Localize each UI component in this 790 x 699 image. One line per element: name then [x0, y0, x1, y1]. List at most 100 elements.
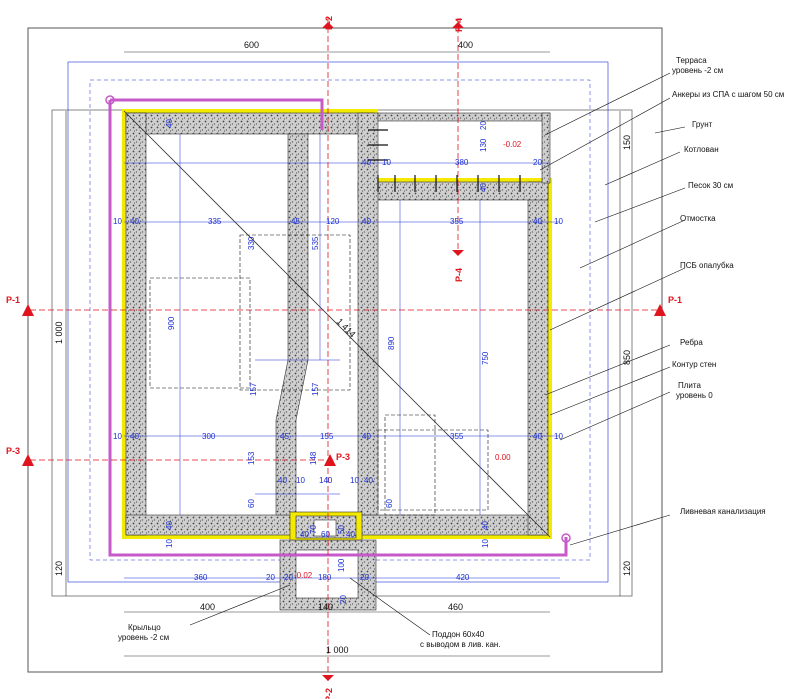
dim-terr-130: 130 [479, 138, 488, 152]
dim-porch-70: 70 [309, 525, 318, 534]
dim-v-10bot: 10 [165, 539, 174, 548]
dimension-lines [65, 51, 621, 657]
diagonal-line [123, 110, 551, 538]
dim-v-750: 750 [481, 351, 490, 365]
dim-v-40br: 40 [481, 521, 490, 530]
dim-row1-120: 120 [326, 217, 340, 226]
dim-porch-60: 60 [321, 530, 330, 539]
dim-porch-40c: 40 [300, 530, 309, 539]
callout-pit: Котлован [684, 145, 719, 154]
section-arrows [22, 22, 666, 681]
dim-v-890: 890 [387, 336, 396, 350]
dim-porch-20c: 20 [339, 595, 348, 604]
dim-row2-355: 355 [450, 432, 464, 441]
inner-dimension-lines [124, 134, 560, 579]
dim-bottom-460: 460 [448, 602, 463, 612]
dim-row1-40b: 40 [362, 217, 371, 226]
dim-v-10br: 10 [481, 539, 490, 548]
callout-terrace-level: уровень -2 см [672, 66, 723, 75]
dim-terr-40: 40 [362, 158, 371, 167]
callout-slab-level: уровень 0 [676, 391, 713, 400]
dim-top-400: 400 [458, 40, 473, 50]
callout-slab: Плита [678, 381, 701, 390]
dim-right-120: 120 [622, 561, 632, 576]
dim-row2-300: 300 [202, 432, 216, 441]
storm-drain [105, 95, 571, 557]
callout-blind-area: Отмостка [680, 214, 716, 223]
callout-sand: Песок 30 см [688, 181, 733, 190]
section-label-p4-mid: P-4 [454, 268, 464, 282]
dim-v-157a: 157 [249, 382, 258, 396]
dim-bottom-400: 400 [200, 602, 215, 612]
dim-porch-140: 140 [319, 476, 333, 485]
dim-v-40top: 40 [165, 119, 174, 128]
callout-drain: Ливневая канализация [680, 507, 766, 516]
dim-right-850: 850 [622, 350, 632, 365]
anchors [368, 129, 521, 192]
section-label-p4-top: P-4 [454, 18, 464, 32]
dim-v-40bot: 40 [165, 521, 174, 530]
dim-terr-20b: 20 [479, 121, 488, 130]
callout-soil: Грунт [692, 120, 713, 129]
leader-lines [189, 72, 686, 636]
dim-row2-45: 45 [280, 432, 289, 441]
section-label-p2-bottom: P-2 [324, 688, 334, 699]
callout-terrace: Терраса [676, 56, 707, 65]
dim-v-330: 330 [247, 236, 256, 250]
dim-v-535: 535 [311, 236, 320, 250]
dim-bottom-140: 140 [318, 602, 333, 612]
dim-porch-100: 100 [337, 558, 346, 572]
dim-row2-10b: 10 [554, 432, 563, 441]
dim-terr-10: 10 [382, 158, 391, 167]
dim-porch-10b: 10 [350, 476, 359, 485]
dim-row2-155: 155 [320, 432, 334, 441]
dim-porch-180: 180 [318, 573, 332, 582]
dim-row1-10a: 10 [113, 217, 122, 226]
dim-porch-40b: 40 [364, 476, 373, 485]
dim-v-157b: 157 [311, 382, 320, 396]
dim-porch-50: 50 [337, 525, 346, 534]
dim-terr-40b: 40 [479, 183, 488, 192]
dim-top-600: 600 [244, 40, 259, 50]
dim-diagonal: 1 414 [335, 316, 358, 339]
dim-row2-10a: 10 [113, 432, 122, 441]
section-label-p1-left: P-1 [6, 295, 20, 305]
dim-porch-10: 10 [296, 476, 305, 485]
dim-bot-420: 420 [456, 573, 470, 582]
callout-porch: Крыльцо [128, 623, 161, 632]
dim-row2-40a: 40 [130, 432, 139, 441]
level-slab: 0.00 [495, 453, 511, 462]
callout-tray: Поддон 60х40 [432, 630, 485, 639]
dim-bot-20: 20 [266, 573, 275, 582]
dim-porch-40a: 40 [278, 476, 287, 485]
dim-v-153: 153 [247, 451, 256, 465]
dim-row1-40a: 40 [130, 217, 139, 226]
level-terrace: -0.02 [503, 140, 522, 149]
callout-porch-level: уровень -2 см [118, 633, 169, 642]
dim-v-60a: 60 [247, 499, 256, 508]
section-lines [30, 18, 660, 684]
dim-bot-360: 360 [194, 573, 208, 582]
section-label-p2-top: P-2 [324, 16, 334, 30]
dim-right-150: 150 [622, 135, 632, 150]
dim-row2-40b: 40 [362, 432, 371, 441]
section-label-p1-right: P-1 [668, 295, 682, 305]
dim-v-148: 148 [309, 451, 318, 465]
section-label-p3-mid: P-3 [336, 452, 350, 462]
dim-v-60b: 60 [385, 499, 394, 508]
ribs [149, 234, 489, 516]
dim-row1-335: 335 [208, 217, 222, 226]
dim-row2-40c: 40 [533, 432, 542, 441]
callout-anchors: Анкеры из СПА с шагом 50 см [672, 90, 784, 99]
dim-row1-10b: 10 [554, 217, 563, 226]
level-porch: -0.02 [294, 571, 313, 580]
dim-bottom-1000: 1 000 [326, 645, 349, 655]
callout-formwork: ПСБ опалубка [680, 261, 734, 270]
dim-terr-380: 380 [455, 158, 469, 167]
dim-row1-355: 355 [450, 217, 464, 226]
dim-terr-20: 20 [533, 158, 542, 167]
dim-row1-40c: 40 [533, 217, 542, 226]
section-label-p3-left: P-3 [6, 446, 20, 456]
dim-left-1000: 1 000 [54, 321, 64, 344]
dim-porch-40d: 40 [346, 530, 355, 539]
